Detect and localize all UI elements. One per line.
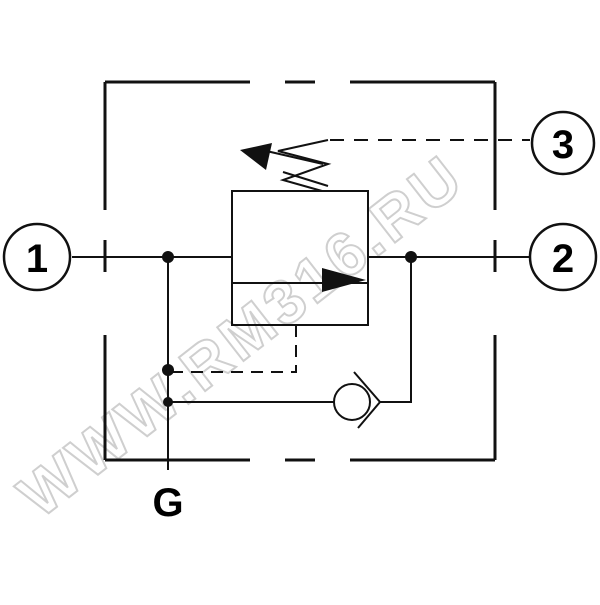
gauge-port-label: G	[152, 481, 183, 525]
svg-text:2: 2	[552, 237, 574, 281]
svg-text:3: 3	[552, 123, 574, 167]
check-valve-seat	[353, 371, 382, 429]
junction-dots	[162, 251, 417, 407]
check-valve-ball	[333, 383, 371, 421]
adjust-arrow-icon	[240, 143, 272, 170]
spring-icon	[277, 139, 332, 192]
port-3: 3	[530, 110, 596, 176]
housing-frame	[103, 80, 497, 462]
svg-text:1: 1	[26, 237, 48, 281]
adjust-arrow-shaft	[261, 149, 324, 165]
flow-arrow-icon	[322, 268, 366, 292]
port-1: 1	[2, 222, 72, 292]
port-2: 2	[528, 222, 598, 292]
reducing-valve-body	[231, 190, 369, 326]
watermark: WWW.RM316.RU	[6, 142, 477, 531]
drain-pilot-line	[168, 325, 297, 373]
circuit-lines	[72, 139, 530, 470]
